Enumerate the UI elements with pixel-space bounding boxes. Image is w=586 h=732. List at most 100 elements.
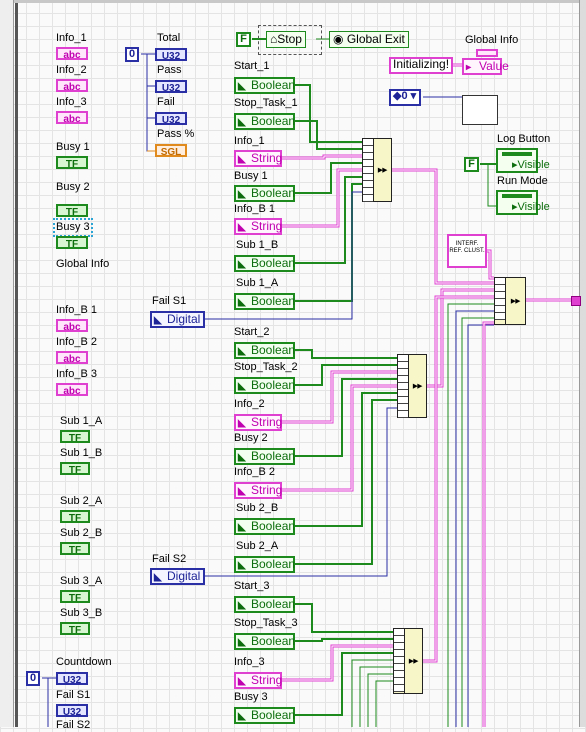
global-exit-variable[interactable]: ◉ Global Exit [329,31,409,48]
bundle-input[interactable] [394,629,404,636]
local-start-2[interactable]: ◣Boolean [234,342,295,359]
terminal-busy-2[interactable]: TF [56,204,88,217]
terminal-sub-2-a[interactable]: TF [60,510,90,523]
bundle-input[interactable] [363,167,373,174]
bundle-input[interactable] [394,671,404,678]
bundle-input[interactable] [363,160,373,167]
local-info-b-1[interactable]: ◣String [234,218,282,235]
label-busy-3[interactable]: Busy 3 [53,218,93,237]
bundle-input[interactable] [398,411,408,418]
terminal-info-3[interactable]: abc [56,111,88,124]
wire-b1-out-core[interactable] [392,169,494,284]
bundle-input[interactable] [398,376,408,383]
local-sub-1-a[interactable]: ◣Boolean [234,293,295,310]
local-info-3[interactable]: ◣String [234,672,282,689]
wire-s3-extra-0[interactable] [351,659,393,727]
bundle-input[interactable] [394,664,404,671]
terminal-countdown[interactable]: U32 [56,672,88,685]
bundle-input[interactable] [363,181,373,188]
wire-cluster-in-1[interactable] [455,310,494,727]
local-info-1[interactable]: ◣String [234,150,282,167]
interf-ref-cluster-constant[interactable]: INTERF. REF. CLUST. [447,234,487,268]
init-string-constant[interactable]: Initializing! [389,57,453,74]
bundle-input[interactable] [495,299,505,306]
bundle-by-name-1[interactable]: ▸▸ [362,138,392,202]
wire-b3-out-core[interactable] [423,296,494,662]
wire-s1-4-core[interactable] [282,169,362,227]
bundle-input[interactable] [394,678,404,685]
countdown-constant[interactable]: 0 [26,671,40,686]
local-sub-2-b[interactable]: ◣Boolean [234,518,295,535]
wire-s1-1[interactable] [295,120,362,150]
local-info-b-2[interactable]: ◣String [234,482,282,499]
wire-s2-3[interactable] [295,378,397,457]
local-fail-s1[interactable]: ◣Digital [150,311,205,328]
bundle-input[interactable] [363,174,373,181]
terminal-pass[interactable]: U32 [155,80,187,93]
bundle-input[interactable] [398,355,408,362]
stop-local-variable[interactable]: ⌂Stop [266,31,306,48]
local-sub-1-b[interactable]: ◣Boolean [234,255,295,272]
log-button-property[interactable]: ▸Visible [496,148,550,173]
select-function-icon[interactable] [462,95,498,125]
wire-cluster-in-3[interactable] [467,324,494,727]
terminal-pass-percent[interactable]: SGL [155,144,187,157]
bundle-input[interactable] [363,153,373,160]
counter-init-constant[interactable]: 0 [125,47,139,62]
bundle-input[interactable] [394,636,404,643]
wire-interf-core[interactable] [487,250,494,279]
wire-s3-3[interactable] [295,652,393,716]
terminal-sub-1-b[interactable]: TF [60,462,90,475]
local-stop-task-1[interactable]: ◣Boolean [234,113,295,130]
local-fail-s2[interactable]: ◣Digital [150,568,205,585]
wire-run-false[interactable] [487,164,496,207]
bundle-input[interactable] [394,650,404,657]
local-busy-3[interactable]: ◣Boolean [234,707,295,724]
local-busy-1[interactable]: ◣Boolean [234,185,295,202]
wire-s3-extra-3[interactable] [375,680,393,727]
local-sub-2-a[interactable]: ◣Boolean [234,556,295,573]
wire-s1-fail[interactable] [205,191,362,320]
wire-s3-1[interactable] [295,638,393,642]
wire-s3-extra-2[interactable] [367,673,393,727]
bundle-input[interactable] [495,306,505,313]
bundle-input[interactable] [394,685,404,692]
global-info-terminal[interactable] [476,49,498,57]
bundle-input[interactable] [398,390,408,397]
wire-s2-5[interactable] [295,392,397,527]
local-info-2[interactable]: ◣String [234,414,282,431]
wire-s3-extra-1[interactable] [359,666,393,727]
terminal-busy-3[interactable]: TF [56,236,88,249]
terminal-sub-3-b[interactable]: TF [60,622,90,635]
wire-cluster-in-str-core[interactable] [483,322,494,727]
wire-s1-0[interactable] [295,84,362,143]
wire-s2-1[interactable] [295,364,397,386]
run-mode-property[interactable]: ▸Visible [496,190,550,215]
terminal-info-b-2[interactable]: abc [56,351,88,364]
terminal-busy-1[interactable]: TF [56,156,88,169]
bundle-input[interactable] [398,404,408,411]
local-start-3[interactable]: ◣Boolean [234,596,295,613]
bundle-input[interactable] [363,195,373,202]
terminal-info-b-3[interactable]: abc [56,383,88,396]
enum-constant[interactable]: ◆0 ▾ [389,89,421,106]
wire-s3-0[interactable] [295,603,393,633]
wire-s2-0[interactable] [295,349,397,359]
bundle-input[interactable] [495,292,505,299]
wire-s2-fail[interactable] [205,407,397,577]
bundle-input[interactable] [398,362,408,369]
bundle-input[interactable] [398,383,408,390]
wire-cluster-in-2[interactable] [461,317,494,727]
wire-cluster-in-0[interactable] [447,303,494,727]
wire-s3-2-core[interactable] [282,645,393,681]
wire-s2-4-core[interactable] [282,385,397,491]
terminal-fail[interactable]: U32 [155,112,187,125]
terminal-sub-1-a[interactable]: TF [60,430,90,443]
wire-s2-2-core[interactable] [282,371,397,423]
terminal-info-2[interactable]: abc [56,79,88,92]
main-cluster-bundle[interactable]: ▸▸ [494,277,526,325]
bundle-input[interactable] [394,657,404,664]
local-stop-task-3[interactable]: ◣Boolean [234,633,295,650]
right-scroll-frame[interactable] [579,0,586,727]
